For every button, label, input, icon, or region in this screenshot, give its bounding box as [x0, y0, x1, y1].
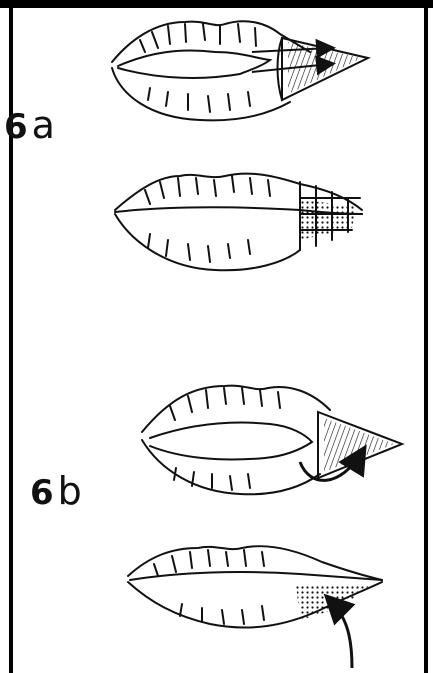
- label-6a-number: 6: [4, 107, 28, 147]
- graft-dots-6a: [300, 200, 356, 240]
- label-6b-number: 6: [30, 473, 54, 513]
- label-6b-letter: b: [58, 469, 82, 513]
- wedge-hatch-6b: [324, 418, 394, 472]
- upward-arrow-icon: [330, 600, 352, 668]
- label-6a-letter: a: [32, 103, 55, 147]
- graft-dots-6b: [296, 584, 372, 620]
